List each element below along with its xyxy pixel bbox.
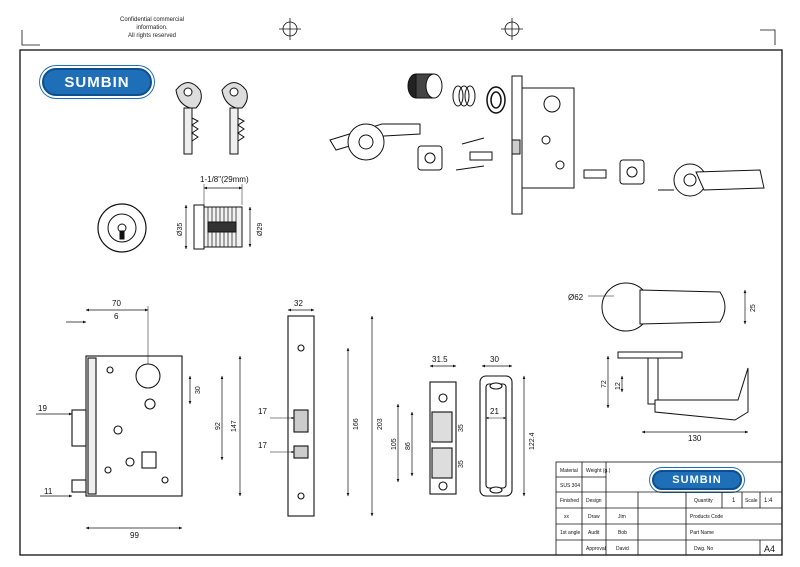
tb-draw-value: Jim [618,514,626,520]
cylinder-side-view [193,204,243,250]
tb-products-code-label: Products Code [690,514,723,520]
confidential-line-1: Confidential commercial information. [119,17,185,31]
tb-quantity-value: 1 [732,498,736,504]
cylinder-front-view [97,203,147,253]
title-block [555,461,783,556]
exploded-lever-right [658,163,765,197]
tb-approval-label: Approval [586,546,606,552]
faceplate-view [287,315,315,517]
tb-scale-label: Scale [745,498,758,504]
tb-audit-value: Bob [618,530,627,536]
cylinder-outer-dia-label: Ø35 [177,223,184,236]
lockbody-dim-11: 11 [44,487,53,496]
sheet-border [19,49,783,556]
tb-audit-label: Audit [588,530,600,536]
tb-finished-label: Finished [560,498,579,504]
strike-dim-35a: 35 [458,424,465,432]
strike-dim-31-5: 31.5 [432,355,448,364]
key-left [175,82,202,155]
lever-rose-dia-label: Ø62 [568,293,584,302]
strike-dim-105: 105 [391,438,398,450]
lockbody-front-view [71,355,183,497]
lever-height-72-label: 72 [601,380,608,388]
strike-box-view [479,375,513,497]
strike-dim-35b: 35 [458,460,465,468]
registration-mark-2 [501,18,523,40]
strike-dim-30: 30 [490,355,499,364]
tb-weight-label: Weight (g.) [586,468,611,474]
tb-approval-value: David [616,546,629,552]
exploded-rose-plate-right [583,159,645,185]
lever-side-view [617,351,749,421]
lever-thickness-label: 25 [750,304,757,312]
corner-mark-right [760,29,776,45]
lockbody-dim-70: 70 [112,299,121,308]
strike-dim-21: 21 [490,407,499,416]
tb-scale-value: 1:4 [764,498,773,504]
lever-top-view [601,282,726,332]
faceplate-dim-32: 32 [294,299,303,308]
lever-length-label: 130 [688,434,702,443]
faceplate-dim-203: 203 [377,418,384,430]
lockbody-dim-19: 19 [38,404,47,413]
confidential-notice: Confidential commercial information. All… [104,16,200,40]
lockbody-dim-147: 147 [231,420,238,432]
lockbody-dim-30: 30 [195,386,202,394]
titleblock-logo: SUMBIN [652,470,742,490]
tb-material-label: Material [560,468,578,474]
tb-xx-label: xx [564,514,570,520]
tb-draw-label: Draw [588,514,600,520]
tb-quantity-label: Quantity [694,498,713,504]
tb-angle-label: 1st angle [560,530,581,536]
lockbody-dim-99: 99 [130,531,139,540]
key-right [221,82,248,155]
faceplate-dim-17b: 17 [258,441,267,450]
exploded-rose-plate-left [417,145,443,171]
exploded-screws-spindle [455,137,493,171]
exploded-ring [486,86,506,114]
tb-dwg-no-label: Dwg. No [694,546,713,552]
tb-material-value: SUS 304 [560,483,580,489]
cylinder-inner-dia-label: Ø29 [257,223,264,236]
tb-sheet-size: A4 [764,544,775,554]
cylinder-length-label: 1-1/8"(29mm) [200,175,249,184]
exploded-cylinder-core [407,73,443,99]
brand-logo: SUMBIN [42,68,152,96]
faceplate-dim-17a: 17 [258,407,267,416]
corner-mark-left [21,30,40,46]
registration-mark-1 [279,18,301,40]
strike-dim-122-4: 122.4 [529,432,536,450]
tb-design-label: Design [586,498,602,504]
strike-front-view [429,381,457,495]
faceplate-dim-166: 166 [353,418,360,430]
strike-dim-86: 86 [405,442,412,450]
lockbody-dim-6: 6 [114,312,119,321]
exploded-mortise-body [511,75,575,215]
tb-part-name-label: Part Name [690,530,714,536]
lockbody-dim-92: 92 [215,422,222,430]
lever-height-12-label: 12 [615,382,622,390]
confidential-line-2: All rights reserved [127,33,177,39]
exploded-spring [452,85,476,107]
exploded-lever-left [329,123,421,161]
